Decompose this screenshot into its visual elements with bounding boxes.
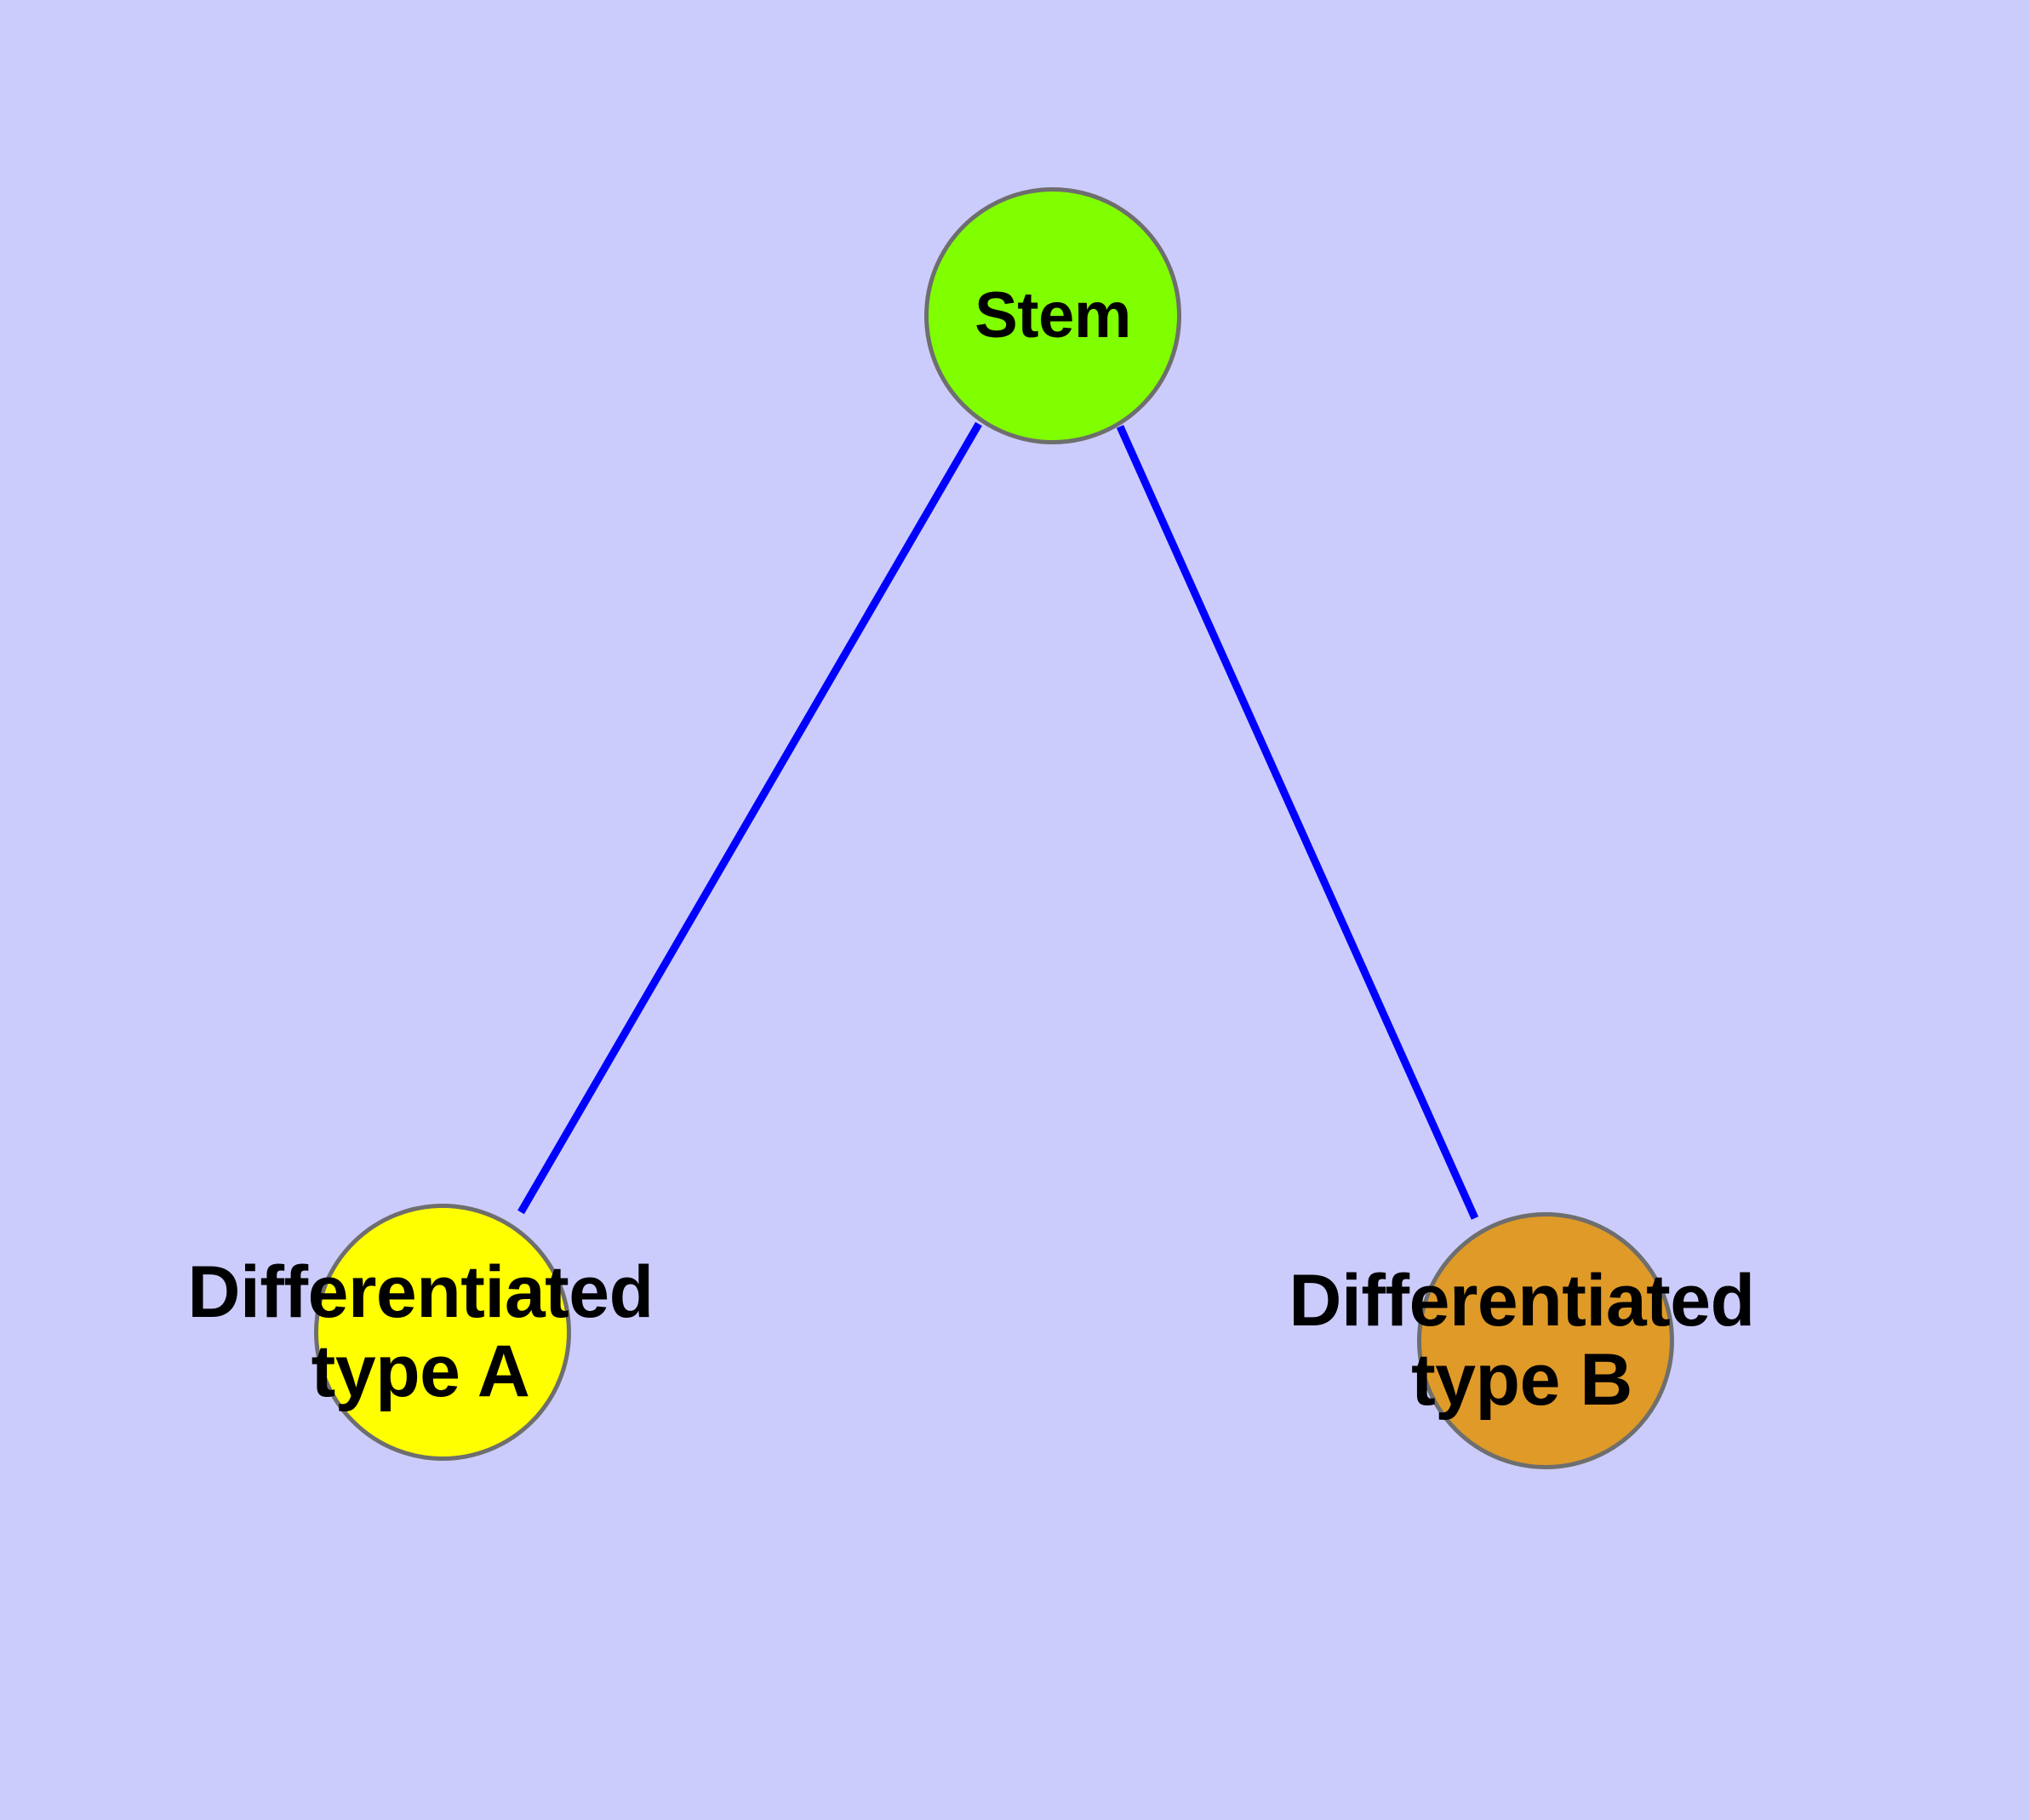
node-stem-circle[interactable] (924, 187, 1181, 444)
edge-stem-to-type-a (517, 421, 982, 1215)
edge-stem-to-type-b (1116, 425, 1479, 1220)
node-differentiated-type-a-circle[interactable] (314, 1204, 571, 1461)
node-differentiated-type-b-circle[interactable] (1417, 1212, 1674, 1469)
